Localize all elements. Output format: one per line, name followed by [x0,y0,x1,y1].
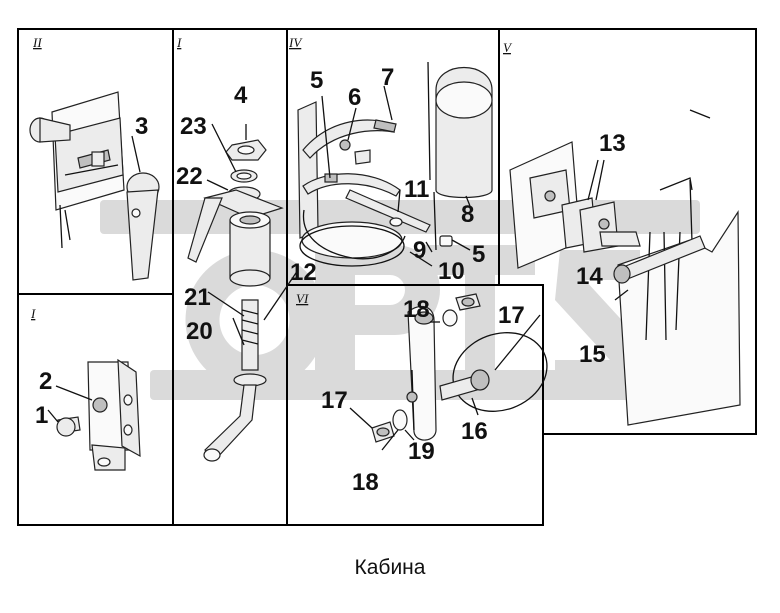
panel-label-I-bottom: I [30,306,36,321]
callout-13: 13 [599,130,626,157]
panel-I-top-drawing [187,123,299,462]
callout-20: 20 [186,318,213,345]
panel-I-bottom-drawing [47,358,141,471]
panel-label-II: II [32,35,42,50]
panel-VI-drawing [349,293,548,451]
callout-9: 9 [413,237,426,264]
callout-10: 10 [438,258,465,285]
callout-5-lower: 5 [472,241,485,268]
callout-14: 14 [576,263,603,290]
callout-7: 7 [381,64,394,91]
panel-label-IV: IV [288,35,303,50]
callout-18-upper: 18 [403,296,430,323]
callout-12: 12 [290,259,317,286]
callout-21: 21 [184,284,211,311]
panel-frame-VI [286,284,544,526]
panel-frames [17,28,757,526]
callout-17-right: 17 [498,302,525,329]
panel-label-V: V [503,40,513,55]
callout-1: 1 [35,402,48,429]
callout-18-lower: 18 [352,469,379,496]
callout-23: 23 [180,113,207,140]
callout-15: 15 [579,341,606,368]
callout-17-left: 17 [321,387,348,414]
callout-8: 8 [461,201,474,228]
callout-4: 4 [234,82,248,109]
callout-16: 16 [461,418,488,445]
diagram-caption: Кабина [354,556,426,579]
panel-V-drawing [509,109,741,426]
callout-numbers: 3 2 1 4 23 22 21 20 12 5 6 7 11 8 9 10 5… [35,64,626,496]
callout-3: 3 [135,113,148,140]
callout-5-upper: 5 [310,67,323,94]
panel-II-drawing [29,91,160,281]
panel-label-I-top: I [176,35,182,50]
panel-label-VI: VI [296,291,309,306]
callout-6: 6 [348,84,361,111]
panel-frame-V [499,28,757,435]
callout-2: 2 [39,368,52,395]
callout-22: 22 [176,163,203,190]
callout-11: 11 [404,176,429,203]
callout-19: 19 [408,438,435,465]
panel-IV-drawing [297,61,493,267]
